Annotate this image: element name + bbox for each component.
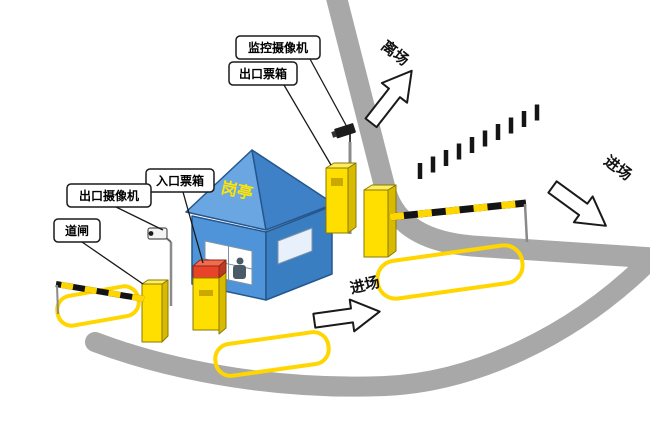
exit-camera-lens [148,231,154,236]
right-barrier-post-front [363,189,389,258]
exit-ticket-box-front [325,167,349,234]
enter-arrow-bottom-label: 进场 [348,274,381,298]
enter-flow-right: 进场 [547,153,635,227]
enter-flow-bottom: 进场 [312,274,382,333]
label-exit-ticket-box-box [228,61,298,86]
left-barrier-tip-post [56,284,59,315]
label-entrance-ticket-box-box [145,168,215,193]
entrance-box-red-front [192,265,220,279]
booth-side-window [277,227,313,265]
booth-roof-right-face [251,149,335,231]
enter-arrow-right-label: 进场 [601,153,635,184]
label-surveillance-camera-text: 监控摄像机 [248,40,308,55]
right-barrier-tip-post [523,203,529,243]
label-surveillance-camera-box [235,35,321,60]
facility-road [85,254,650,397]
leader-exit-camera [115,206,164,231]
label-exit-camera-text: 出口摄像机 [79,188,139,203]
right-barrier-post-side [387,184,397,258]
booth-occupant [233,257,246,279]
enter-arrow-bottom [312,298,381,333]
enter-arrow-right [547,180,607,227]
exit-ticket-box-panel [331,178,343,186]
barrier-gate-left [55,279,169,343]
entrance-box-slot [199,290,213,296]
right-barrier-arm-stripes [389,199,527,221]
exit-ticket-box [325,162,357,234]
label-exit-camera: 出口摄像机 [66,183,152,208]
leave-arrow-label: 离场 [378,37,413,70]
road-median-dashes [417,104,540,179]
exit-camera [147,227,173,306]
lane-marking-center [213,330,331,378]
leave-arrow [364,69,413,129]
label-exit-ticket-box: 出口票箱 [228,61,298,86]
entrance-box-side [218,271,227,335]
left-barrier-post-front [141,283,163,343]
label-barrier-gate-box [53,218,101,243]
label-barrier-gate-text: 道闸 [65,223,89,238]
label-entrance-ticket-box-text: 入口票箱 [156,173,204,188]
label-barrier-gate: 道闸 [53,218,101,243]
label-exit-camera-box [66,183,152,208]
label-exit-ticket-box-text: 出口票箱 [239,66,287,81]
leader-lines [81,58,348,285]
entrance-ticket-box [192,259,227,335]
label-entrance-ticket-box: 入口票箱 [145,168,215,193]
left-barrier-arm-stripes [55,281,145,302]
left-barrier-post-side [161,279,169,343]
exit-ticket-box-side [347,162,357,234]
leader-barrier-gate [81,241,144,285]
leader-surveillance-camera [309,58,348,128]
entrance-box-front [192,277,220,331]
lane-marking-right [375,243,525,301]
barrier-gate-right [363,184,529,258]
label-surveillance-camera: 监控摄像机 [235,35,321,60]
leader-exit-ticket-box [283,84,332,166]
leader-entrance-ticket-box [182,191,204,264]
guard-booth: 岗亭 [185,149,335,301]
camera-head-icon [331,123,356,139]
